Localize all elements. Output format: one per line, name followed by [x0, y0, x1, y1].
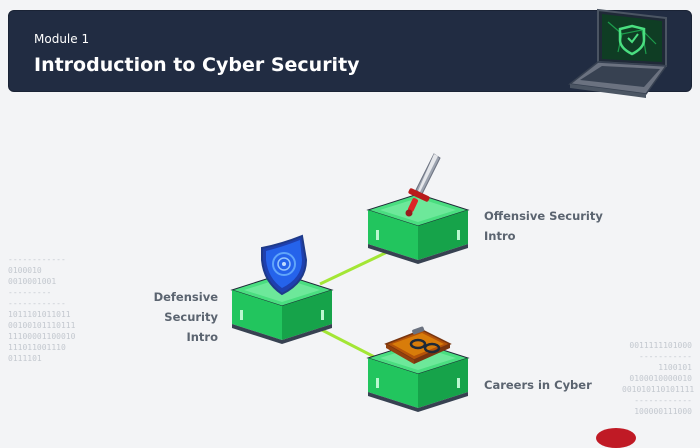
node-platform [366, 193, 470, 264]
node-label-line: Defensive Security [153, 290, 218, 324]
node-defensive-security[interactable] [228, 232, 336, 348]
module-number-label: Module 1 [34, 32, 90, 46]
node-label-line: Careers in Cyber [484, 378, 592, 392]
module-header: Module 1 Introduction to Cyber Security [8, 10, 692, 92]
node-label-defensive[interactable]: Defensive Security Intro [106, 287, 218, 347]
decorative-red-shape [596, 428, 636, 448]
node-label-line: Offensive Security [484, 209, 603, 223]
binary-decoration-right: 0011111101000 ----------- 1100101 010001… [622, 341, 695, 416]
node-label-line: Intro [484, 229, 516, 243]
node-label-careers[interactable]: Careers in Cyber [484, 375, 614, 395]
sword-icon [405, 153, 441, 217]
shield-icon [261, 234, 308, 296]
node-careers-in-cyber[interactable] [364, 300, 472, 416]
laptop-shield-icon [568, 8, 668, 98]
node-label-offensive[interactable]: Offensive Security Intro [484, 206, 614, 246]
module-title: Introduction to Cyber Security [34, 54, 360, 76]
binary-decoration-left: ------------ 0100010 0010001001 --------… [8, 255, 76, 363]
node-offensive-security[interactable] [364, 152, 472, 268]
node-label-line: Intro [186, 330, 218, 344]
clipboard-glasses-icon [384, 326, 452, 364]
